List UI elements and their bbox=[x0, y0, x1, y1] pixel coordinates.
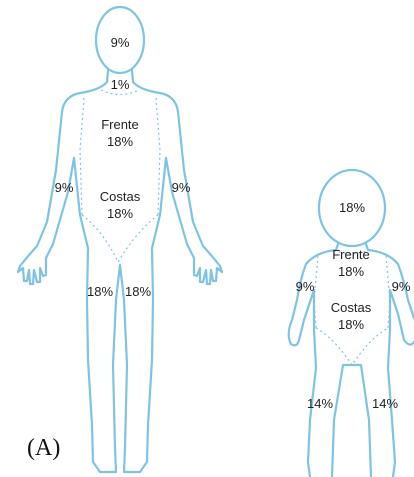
adult-head-value: 9% bbox=[111, 35, 130, 50]
child-leg-left-value: 14% bbox=[307, 396, 333, 411]
adult-figure: 9% 1% Frente 18% Costas 18% 9% 9% 18% 18… bbox=[18, 7, 222, 472]
adult-torso-right-line bbox=[156, 98, 160, 215]
adult-neck-value: 1% bbox=[111, 77, 130, 92]
child-back-label: Costas bbox=[331, 300, 372, 315]
adult-front-value: 18% bbox=[107, 134, 133, 149]
adult-leg-right-value: 18% bbox=[125, 284, 151, 299]
panel-label: (A) bbox=[27, 435, 60, 461]
child-arm-right-value: 9% bbox=[392, 279, 411, 294]
adult-front-label: Frente bbox=[101, 117, 139, 132]
child-arm-left-value: 9% bbox=[296, 279, 315, 294]
adult-back-label: Costas bbox=[100, 189, 141, 204]
adult-pelvis-line bbox=[82, 215, 158, 262]
child-head-value: 18% bbox=[339, 200, 365, 215]
adult-arm-left-value: 9% bbox=[55, 180, 74, 195]
adult-leg-left-value: 18% bbox=[87, 284, 113, 299]
adult-torso-left-line bbox=[80, 98, 84, 215]
child-front-value: 18% bbox=[338, 264, 364, 279]
adult-back-value: 18% bbox=[107, 206, 133, 221]
child-figure: 18% Frente 18% Costas 18% 9% 9% 14% 14% bbox=[289, 170, 414, 477]
child-front-label: Frente bbox=[332, 247, 370, 262]
child-pelvis-line bbox=[316, 328, 388, 365]
child-leg-right-value: 14% bbox=[372, 396, 398, 411]
child-back-value: 18% bbox=[338, 317, 364, 332]
adult-arm-right-value: 9% bbox=[172, 180, 191, 195]
